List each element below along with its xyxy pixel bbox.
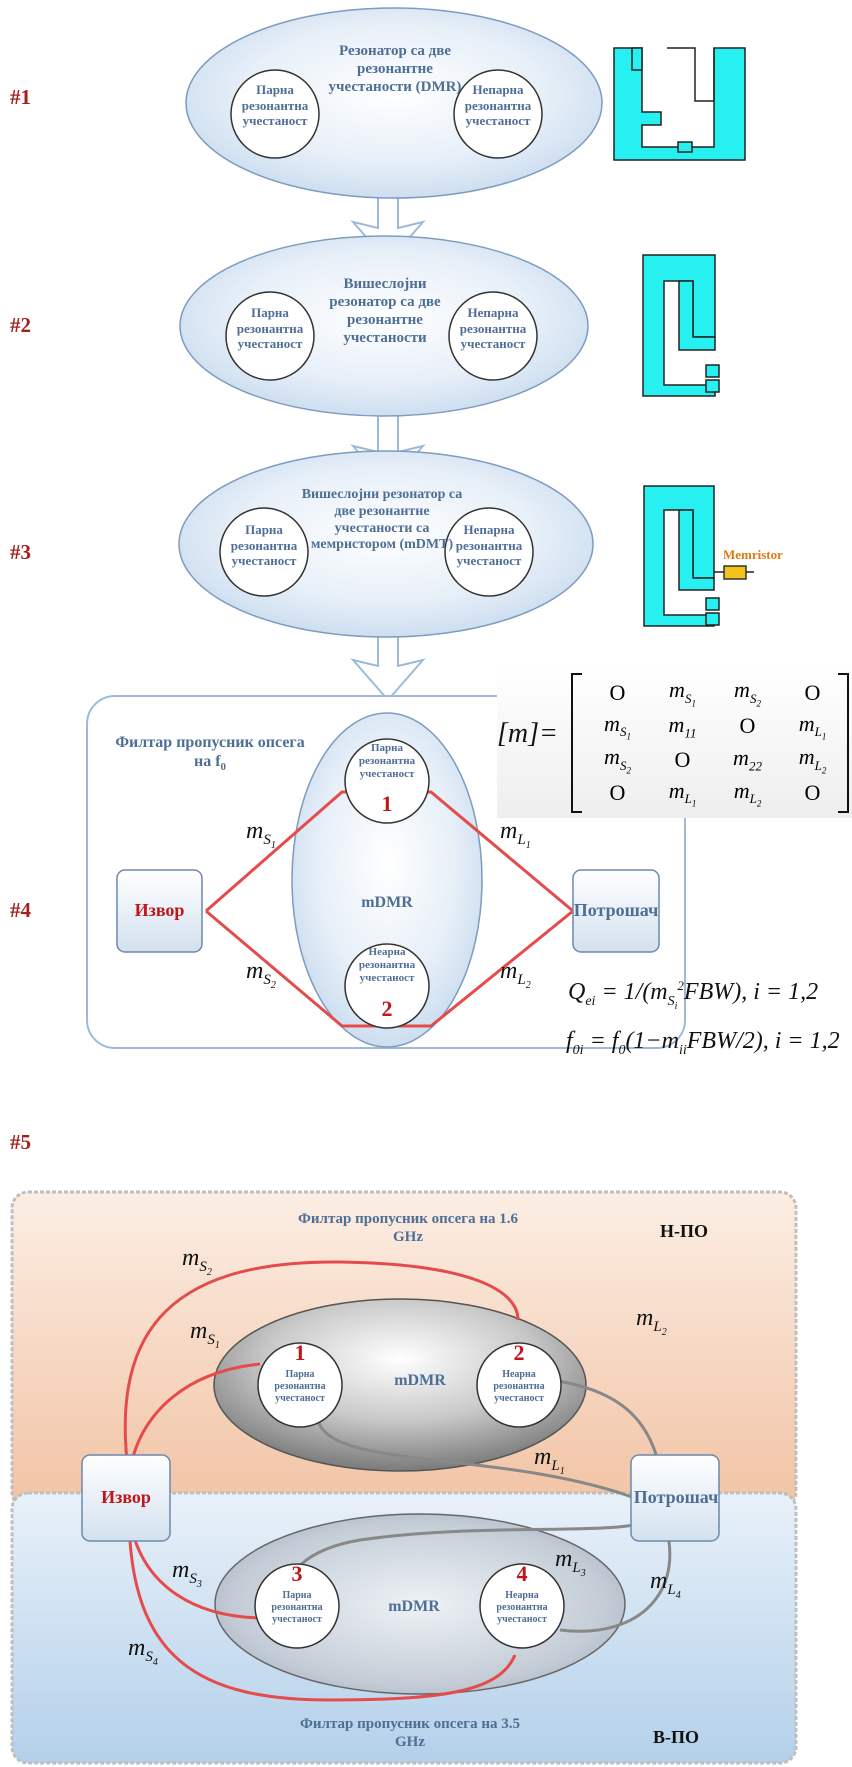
matrix-cell: mL1 (668, 777, 697, 809)
dmr-title: Резонатор са две резонантне учестаности … (328, 43, 462, 95)
mdmr-center-label: mDMR (361, 894, 413, 911)
source-box: Извор (134, 900, 185, 920)
res4-label: Неарна резонантна учестаност (496, 1590, 548, 1625)
bpf-title-sub: 0 (220, 761, 227, 774)
mdmr-top-label: mDMR (394, 1372, 446, 1389)
mdmt-title: Вишеслојни резонатор са две резонантне у… (301, 487, 463, 553)
multilayer-title: Вишеслојни резонатор са две резонантне у… (329, 276, 441, 346)
multilayer-layout-icon (642, 254, 720, 397)
res4-number: 4 (516, 1561, 528, 1586)
source-box: Извор (101, 1487, 151, 1507)
matrix-brackets (571, 673, 849, 813)
coupling-ml1: mL1 (534, 1444, 565, 1477)
coupling-ml4: mL4 (650, 1568, 681, 1601)
level-5-dual-band (10, 1190, 798, 1765)
memristor-label: Memristor (723, 547, 783, 562)
matrix-cell: O (609, 780, 626, 806)
odd-mode-label: Непарна резонантна учестаност (455, 522, 523, 569)
res3-number: 3 (291, 1561, 303, 1586)
odd-mode-label: Непарна резонантна учестаност (459, 305, 527, 352)
coupling-ms3: mS3 (172, 1557, 202, 1590)
level-1-dmr (185, 7, 603, 199)
step-label-1: #1 (10, 85, 31, 109)
coupling-ms4: mS4 (128, 1635, 158, 1668)
res1-label: Парна резонантна учестаност (358, 742, 416, 781)
matrix-cell: O (804, 679, 821, 705)
res2-number: 2 (381, 996, 393, 1021)
matrix-cell: mL2 (798, 744, 827, 776)
hb-tag: В-ПО (653, 1727, 700, 1747)
step-label-2: #2 (10, 313, 31, 337)
lb-tag: Н-ПО (660, 1221, 708, 1241)
step-label-4: #4 (10, 898, 31, 922)
level-3-mdmt (178, 450, 594, 638)
even-mode-label: Парна резонантна учестаност (230, 522, 298, 569)
matrix-cell: m11 (668, 711, 697, 740)
coupling-ml2: mL2 (500, 958, 531, 991)
even-mode-label: Парна резонантна учестаност (241, 82, 309, 129)
matrix-cell: O (609, 679, 626, 705)
res2-number: 2 (513, 1340, 525, 1365)
bpf-title: Филтар пропусник опсега на f0 (110, 733, 310, 775)
coupling-ms2: mS2 (182, 1245, 212, 1278)
matrix-cell: mS1 (669, 677, 696, 709)
step-label-5: #5 (10, 1130, 31, 1154)
matrix-lhs: [m]= (497, 718, 558, 749)
matrix-cell: O (739, 713, 756, 739)
f0-equation: f0i = f0(1−miiFBW/2), i = 1,2 (566, 1028, 840, 1058)
coupling-ml2: mL2 (636, 1305, 667, 1338)
res1-number: 1 (294, 1340, 306, 1365)
matrix-cell: mS1 (604, 710, 631, 742)
coupling-ms1: mS1 (246, 818, 276, 851)
odd-mode-label: Непарна резонантна учестаност (464, 82, 532, 129)
res1-number: 1 (381, 791, 393, 816)
load-box: Потрошач (573, 900, 659, 920)
dmr-layout-icon (613, 47, 746, 161)
res3-label: Парна резонантна учестаност (271, 1590, 323, 1625)
mdmr-bottom-label: mDMR (388, 1598, 440, 1615)
matrix-cell: O (804, 780, 821, 806)
coupling-ms2: mS2 (246, 958, 276, 991)
matrix-cell: mL2 (733, 777, 762, 809)
lb-title: Филтар пропусник опсега на 1.6 GHz (298, 1211, 518, 1245)
matrix-cell: mS2 (604, 744, 631, 776)
qe-equation: Qei = 1/(mSi2FBW), i = 1,2 (568, 978, 819, 1012)
bpf-title-text: Филтар пропусник опсега на f (115, 734, 305, 771)
memristor-layout-icon (643, 485, 754, 627)
res2-label: Неарна резонантна учестаност (493, 1369, 545, 1404)
hb-title: Филтар пропусник опсега на 3.5 GHz (300, 1716, 520, 1750)
step-label-3: #3 (10, 540, 31, 564)
coupling-ml3: mL3 (555, 1546, 586, 1579)
matrix-cell: mL1 (798, 710, 827, 742)
matrix-cell: O (674, 746, 691, 772)
even-mode-label: Парна резонантна учестаност (236, 305, 304, 352)
res1-label: Парна резонантна учестаност (274, 1369, 326, 1404)
coupling-ms1: mS1 (190, 1318, 220, 1351)
res2-label: Неарна резонантна учестаност (358, 946, 416, 985)
coupling-ml1: mL1 (500, 818, 531, 851)
load-box: Потрошач (633, 1487, 719, 1507)
matrix-cell: mS2 (734, 677, 761, 709)
level-2-multilayer (179, 235, 589, 417)
matrix-cell: m22 (733, 745, 762, 774)
